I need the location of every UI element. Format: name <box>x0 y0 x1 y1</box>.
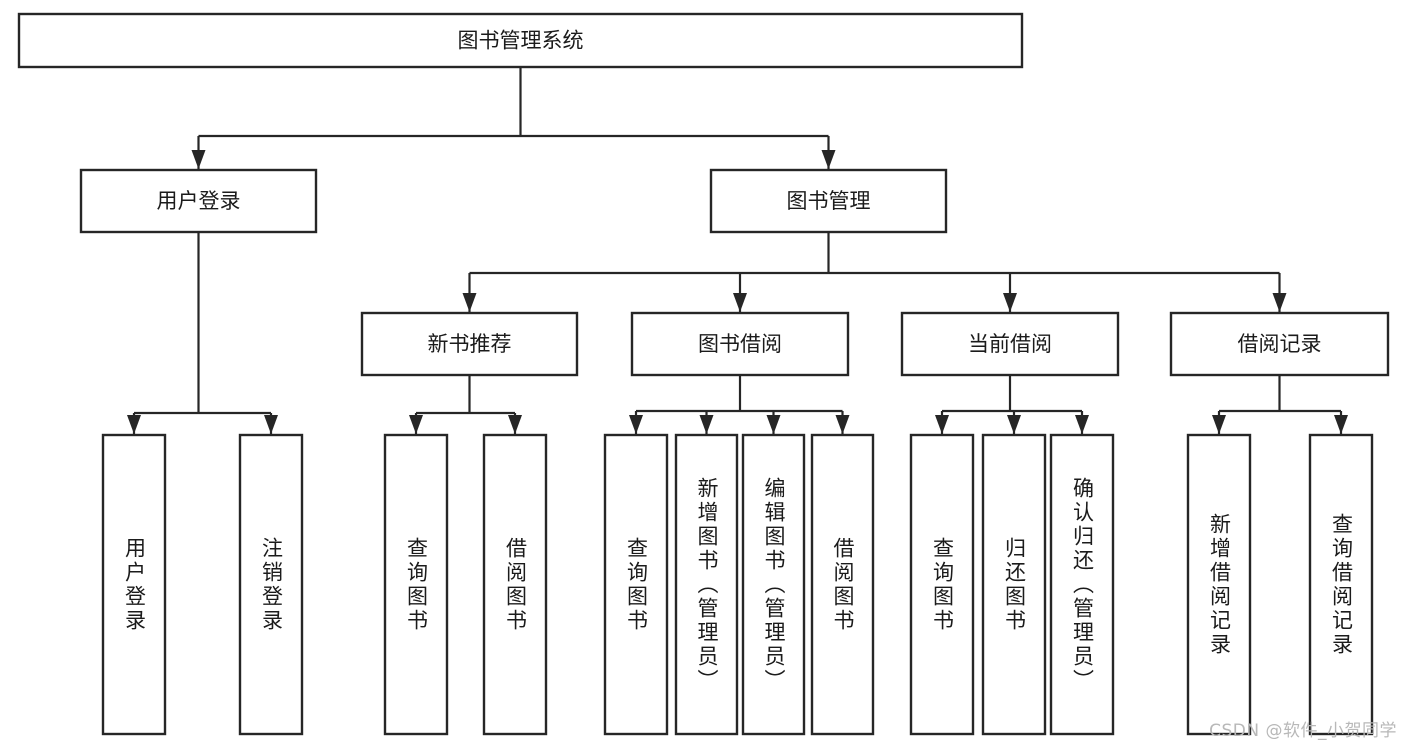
node-box-leaf-query-record[interactable] <box>1308 433 1374 736</box>
node-box-leaf-add-book[interactable] <box>674 433 739 736</box>
node-leaf-borrow-book-1[interactable] <box>484 435 546 734</box>
node-leaf-confirm-return[interactable] <box>1051 435 1113 734</box>
arrow-head-icon-user-login <box>191 150 206 169</box>
node-leaf-add-record[interactable] <box>1188 435 1250 734</box>
node-label-borrow-record: 借阅记录 <box>1238 332 1322 356</box>
node-box-leaf-query-book-3[interactable] <box>909 433 975 736</box>
node-leaf-borrow-book-2[interactable] <box>812 435 873 734</box>
arrow-head-icon-new-book-rec <box>462 293 477 312</box>
node-leaf-return-book[interactable] <box>983 435 1045 734</box>
node-box-leaf-user-login[interactable] <box>101 433 167 736</box>
node-box-user-login[interactable] <box>79 168 318 234</box>
arrow-head-icon-leaf-add-book <box>699 415 714 434</box>
arrow-head-icon-leaf-add-record <box>1212 415 1226 434</box>
node-leaf-query-record[interactable] <box>1310 435 1372 734</box>
node-label-current-borrow: 当前借阅 <box>968 332 1052 356</box>
node-box-leaf-query-book-1[interactable] <box>383 433 449 736</box>
node-leaf-query-book-1[interactable] <box>385 435 447 734</box>
connector-layer <box>127 67 1348 434</box>
arrow-head-icon-book-manage <box>821 150 836 169</box>
node-leaf-edit-book[interactable] <box>743 435 804 734</box>
node-box-current-borrow[interactable] <box>900 311 1120 377</box>
node-label-user-login: 用户登录 <box>157 189 241 213</box>
csdn-watermark: CSDN @软件_小贺同学 <box>1209 721 1397 741</box>
arrow-head-icon-leaf-query-book-3 <box>935 415 949 434</box>
node-box-root[interactable] <box>17 12 1024 69</box>
arrow-head-icon-leaf-return-book <box>1007 415 1021 434</box>
arrow-head-icon-leaf-confirm-return <box>1075 415 1089 434</box>
arrow-head-icon-book-borrow <box>733 293 747 312</box>
node-box-borrow-record[interactable] <box>1169 311 1390 377</box>
node-box-leaf-confirm-return[interactable] <box>1049 433 1115 736</box>
arrow-head-icon-current-borrow <box>1003 293 1017 312</box>
node-box-leaf-query-book-2[interactable] <box>603 433 669 736</box>
arrow-head-icon-borrow-record <box>1272 293 1287 312</box>
arrow-head-icon-leaf-query-book-2 <box>629 415 643 434</box>
arrow-head-icon-leaf-borrow-book-1 <box>508 415 522 434</box>
node-box-book-borrow[interactable] <box>630 311 850 377</box>
node-box-leaf-add-record[interactable] <box>1186 433 1252 736</box>
node-box-leaf-return-book[interactable] <box>981 433 1047 736</box>
node-box-leaf-borrow-book-1[interactable] <box>482 433 548 736</box>
arrow-head-icon-leaf-query-record <box>1334 415 1348 434</box>
node-label-new-book-rec: 新书推荐 <box>428 332 512 356</box>
node-leaf-add-book[interactable] <box>676 435 737 734</box>
node-box-leaf-logout[interactable] <box>238 433 304 736</box>
node-box-layer <box>17 12 1390 736</box>
arrow-head-icon-leaf-logout <box>264 415 278 434</box>
node-leaf-query-book-2[interactable] <box>605 435 667 734</box>
node-label-book-borrow: 图书借阅 <box>698 332 782 356</box>
node-leaf-logout[interactable] <box>240 435 302 734</box>
node-box-leaf-edit-book[interactable] <box>741 433 806 736</box>
node-box-new-book-rec[interactable] <box>360 311 579 377</box>
node-box-leaf-borrow-book-2[interactable] <box>810 433 875 736</box>
arrow-head-icon-leaf-edit-book <box>766 415 781 434</box>
arrow-head-icon-leaf-query-book-1 <box>409 415 423 434</box>
node-leaf-user-login[interactable] <box>103 435 165 734</box>
arrow-head-icon-leaf-borrow-book-2 <box>835 415 850 434</box>
node-box-book-manage[interactable] <box>709 168 948 234</box>
node-leaf-query-book-3[interactable] <box>911 435 973 734</box>
node-label-book-manage: 图书管理 <box>787 189 871 213</box>
arrow-head-icon-leaf-user-login <box>127 415 141 434</box>
node-label-root: 图书管理系统 <box>458 29 584 53</box>
